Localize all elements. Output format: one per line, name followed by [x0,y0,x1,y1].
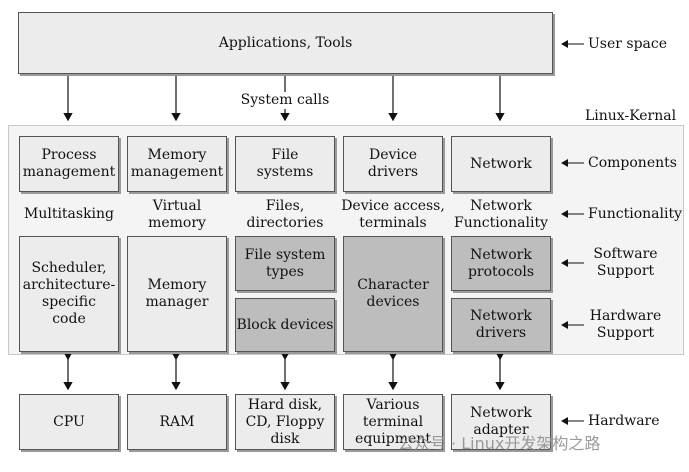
character-devices-label: Character devices [357,277,429,310]
system-calls-label: System calls [230,92,340,109]
hardware-label: RAM [159,413,195,430]
side-hardware: Hardware [588,413,660,429]
functionality-device-access: Device access, terminals [341,198,445,231]
functionality-multitasking: Multitasking [23,206,115,222]
hardware-terminal-equipment: Various terminal equipment [343,394,443,450]
block-devices-box: Block devices [235,298,335,352]
component-memory-management: Memory management [127,136,227,192]
block-devices-label: Block devices [236,316,334,333]
scheduler-label: Scheduler, architecture- specific code [22,260,116,327]
file-system-types-box: File system types [235,236,335,291]
hardware-ram: RAM [127,394,227,450]
component-process-management: Process management [19,136,119,192]
scheduler-box: Scheduler, architecture- specific code [19,236,119,352]
side-hardware-support: Hardware Support [589,308,662,341]
component-label: Memory management [130,147,224,180]
component-label: File systems [256,147,314,180]
functionality-network: Network Functionality [454,198,548,231]
side-software-support: Software Support [593,246,658,279]
bidirectional-arrows [63,351,505,391]
component-label: Process management [22,147,116,180]
functionality-virtual-memory: Virtual memory [148,198,206,231]
component-label: Network [470,155,532,172]
side-user-space: User space [588,36,668,52]
component-device-drivers: Device drivers [343,136,443,192]
side-arrows [561,40,584,425]
hardware-label: Network adapter [470,405,532,438]
component-file-systems: File systems [235,136,335,192]
memory-manager-label: Memory manager [145,277,209,310]
kernel-label: Linux-Kernal [585,108,677,124]
network-drivers-label: Network drivers [470,308,532,341]
hardware-cpu: CPU [19,394,119,450]
hardware-disk: Hard disk, CD, Floppy disk [235,394,335,450]
watermark-text: 公众号 · Linux开发架构之路 [398,434,601,453]
file-system-types-label: File system types [244,246,326,280]
hardware-label: Hard disk, CD, Floppy disk [245,396,325,447]
network-drivers-box: Network drivers [451,298,551,352]
hardware-label: Various terminal equipment [355,396,431,447]
character-devices-box: Character devices [343,236,443,352]
component-network: Network [451,136,551,192]
network-protocols-box: Network protocols [451,236,551,291]
hardware-network-adapter: Network adapter [451,394,551,450]
component-label: Device drivers [367,147,419,180]
applications-tools-label: Applications, Tools [218,34,353,51]
side-components: Components [588,155,677,171]
hardware-label: CPU [53,413,85,430]
memory-manager-box: Memory manager [127,236,227,352]
functionality-files-directories: Files, directories [246,198,324,231]
side-functionality: Functionality [588,206,682,222]
applications-tools-box: Applications, Tools [18,12,553,74]
network-protocols-label: Network protocols [467,246,535,280]
